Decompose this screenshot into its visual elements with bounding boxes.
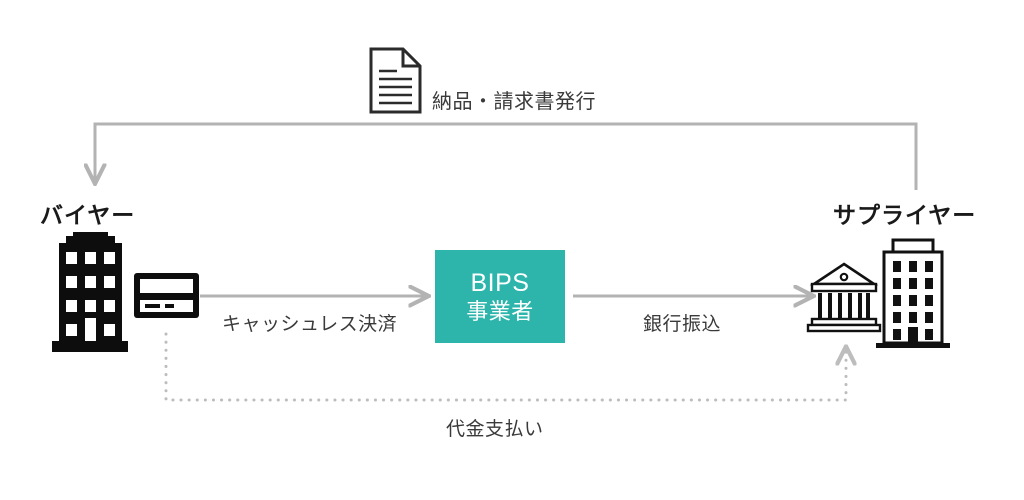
- document-icon: [369, 47, 422, 114]
- credit-card-icon: [134, 273, 199, 318]
- edge-label-cashless-payment: キャッシュレス決済: [222, 314, 398, 335]
- supplier-label: サプライヤー: [833, 202, 977, 228]
- edge-price-payment: [164, 332, 846, 402]
- edge-delivery-invoice-path: [95, 122, 918, 190]
- buyer-label: バイヤー: [40, 202, 136, 228]
- bank-icon: [806, 262, 882, 333]
- edge-delivery-invoice: [95, 122, 918, 190]
- office-building-icon: [52, 232, 128, 352]
- edge-label-price-payment: 代金支払い: [446, 419, 544, 440]
- bips-subtitle: 事業者: [466, 298, 534, 324]
- office-building-outline-icon: [876, 238, 950, 348]
- edge-price-payment-path: [164, 332, 846, 402]
- edge-label-bank-transfer: 銀行振込: [643, 314, 722, 335]
- bips-title: BIPS: [470, 268, 530, 297]
- bips-provider-box: BIPS 事業者: [435, 250, 565, 343]
- edge-label-delivery-invoice: 納品・請求書発行: [432, 91, 596, 113]
